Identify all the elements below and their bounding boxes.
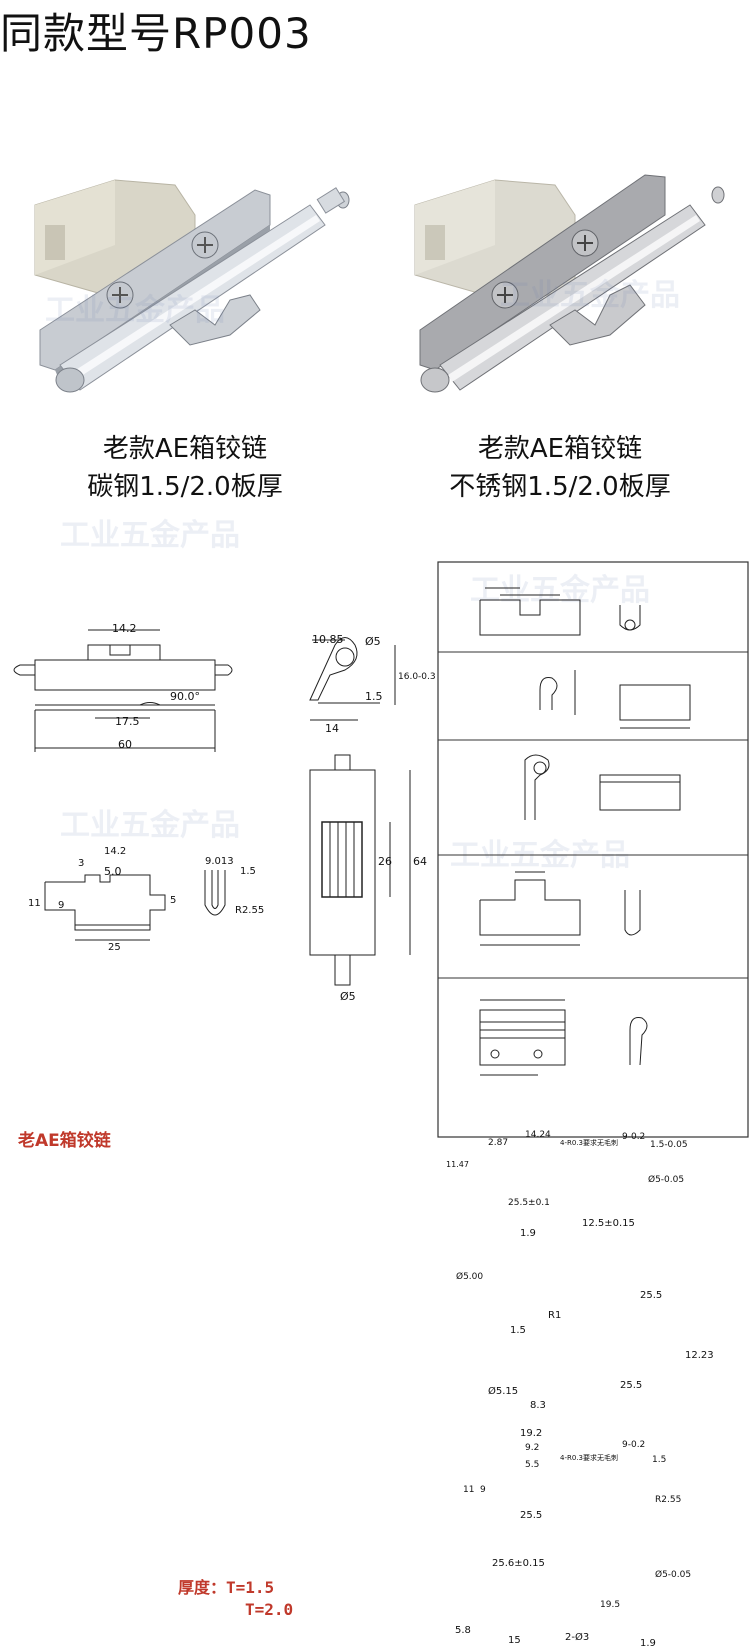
dim-label: 1.9	[520, 1228, 536, 1239]
dim-label: 1.5-0.05	[650, 1140, 688, 1150]
dim-label: 9-0.2	[622, 1132, 646, 1142]
dim-label: 25.6±0.15	[492, 1558, 545, 1569]
dim-label: 1.5	[240, 866, 256, 877]
thickness-label: 厚度：T=1.5	[178, 1578, 275, 1597]
thickness-label-2: T=2.0	[245, 1600, 294, 1619]
dim-label: 11.47	[446, 1160, 469, 1169]
product-name: 老款AE箱铰链	[477, 434, 643, 464]
dim-label: 11	[463, 1485, 475, 1495]
dim-label: 5.8	[455, 1625, 471, 1636]
dim-label: 14	[325, 722, 339, 735]
dim-label: 25.5	[640, 1290, 663, 1301]
hinge-illustration	[34, 179, 350, 393]
dim-label: Ø5	[365, 635, 381, 648]
dim-label: 9.013	[205, 856, 234, 867]
dim-label: Ø5.15	[488, 1386, 519, 1397]
dim-label: 60	[118, 738, 132, 751]
technical-drawing: 14.2 90.0° 17.5 60 10.85 Ø5 16.0-0.3 1.5…	[0, 560, 750, 1649]
dim-label: Ø5-0.05	[655, 1570, 692, 1580]
dim-label: 25.5	[520, 1510, 543, 1521]
dim-label: R2.55	[235, 905, 265, 916]
dim-label: 15	[508, 1635, 521, 1646]
dim-label: 14.24	[525, 1130, 551, 1140]
dim-label: 1.5	[510, 1325, 526, 1336]
caption-carbon-steel: 老款AE箱铰链 碳钢1.5/2.0板厚	[20, 430, 350, 506]
dim-label: 10.85	[312, 633, 344, 646]
drawing-svg	[13, 561, 749, 1138]
dim-label: 12.5±0.15	[582, 1218, 635, 1229]
dim-label: 5	[170, 895, 177, 906]
dim-label: 25.5	[620, 1380, 643, 1391]
product-spec: 碳钢1.5/2.0板厚	[87, 472, 283, 502]
dim-label: 25.5±0.1	[508, 1198, 550, 1208]
dim-label: 19.2	[520, 1428, 543, 1439]
dim-label: 25	[108, 942, 121, 953]
product-spec: 不锈钢1.5/2.0板厚	[449, 472, 671, 502]
dim-label: R2.55	[655, 1495, 682, 1505]
dim-label: 2-Ø3	[565, 1632, 590, 1643]
dim-label: 17.5	[115, 715, 140, 728]
dim-label: 1.9	[640, 1638, 656, 1649]
dim-label: 9	[58, 900, 65, 911]
dim-label: 26	[378, 855, 392, 868]
dim-label: 9-0.2	[622, 1440, 646, 1450]
dim-label: 3	[78, 858, 85, 869]
dim-label: 1.5	[652, 1455, 667, 1465]
dim-label: 19.5	[600, 1600, 621, 1610]
dim-label: 5.5	[525, 1460, 540, 1470]
dim-label: 1.5	[365, 690, 383, 703]
hinge-illustration	[414, 174, 725, 393]
dim-label: 14.2	[104, 846, 127, 857]
dim-label: 90.0°	[170, 690, 200, 703]
dim-label: 9	[480, 1485, 486, 1495]
product-photo-stainless-steel	[400, 135, 730, 420]
dim-label: Ø5.00	[456, 1272, 484, 1282]
dim-label: 14.2	[112, 622, 137, 635]
watermark: 工业五金产品	[60, 518, 240, 553]
product-photo-carbon-steel	[20, 135, 350, 420]
dim-label: 4-R0.3要求无毛刺	[560, 1454, 618, 1462]
page-title: 同款型号RP003	[0, 9, 312, 58]
dim-label: R1	[548, 1310, 562, 1321]
dim-label: 16.0-0.3	[398, 672, 436, 682]
dim-label: 64	[413, 855, 427, 868]
caption-stainless-steel: 老款AE箱铰链 不锈钢1.5/2.0板厚	[395, 430, 725, 506]
dim-label: 2.87	[488, 1138, 509, 1148]
dim-label: Ø5	[340, 990, 356, 1003]
dim-label: 12.23	[685, 1350, 714, 1361]
product-name: 老款AE箱铰链	[102, 434, 268, 464]
dim-label: 5.0	[104, 865, 122, 878]
dim-label: 8.3	[530, 1400, 546, 1411]
dim-label: 11	[28, 898, 41, 909]
dim-label: Ø5-0.05	[648, 1175, 685, 1185]
dim-label: 9.2	[525, 1443, 540, 1453]
dim-label: 4-R0.3要求无毛刺	[560, 1139, 618, 1147]
